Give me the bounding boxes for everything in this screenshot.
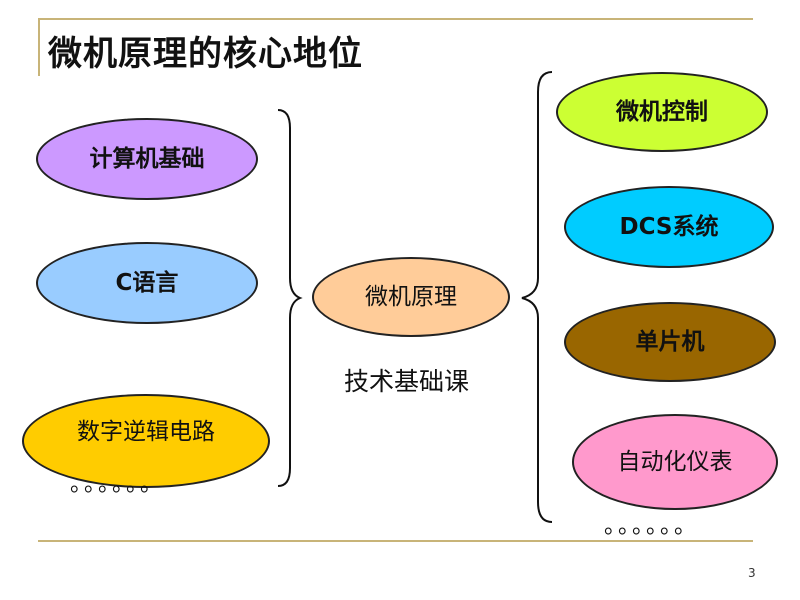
- core-microcomputer-principles: 微机原理: [312, 257, 510, 337]
- bottom-rule: [38, 540, 753, 542]
- app-microcomputer-control-label: 微机控制: [616, 98, 708, 125]
- app-microcomputer-control: 微机控制: [556, 72, 768, 152]
- left-ellipsis: 。。。。。。: [70, 472, 166, 497]
- slide-title: 微机原理的核心地位: [48, 34, 363, 74]
- prereq-digital-logic: 数字逆辑电路: [22, 394, 270, 488]
- app-dcs-system: DCS系统: [564, 186, 774, 268]
- right-brace: [521, 71, 553, 523]
- app-single-chip-label: 单片机: [635, 328, 705, 355]
- core-caption: 技术基础课: [344, 367, 470, 396]
- core-label: 微机原理: [365, 283, 457, 310]
- prereq-computer-basics-label: 计算机基础: [89, 145, 205, 172]
- top-rule: [38, 18, 753, 20]
- app-automation-instruments: 自动化仪表: [572, 414, 778, 510]
- title-side-rule: [38, 18, 40, 76]
- prereq-computer-basics: 计算机基础: [36, 118, 258, 200]
- app-automation-instruments-label: 自动化仪表: [617, 448, 733, 475]
- prereq-digital-logic-label: 数字逆辑电路: [77, 419, 215, 445]
- app-dcs-system-label: DCS系统: [619, 213, 719, 240]
- prereq-c-language: C语言: [36, 242, 258, 324]
- prereq-c-language-label: C语言: [115, 269, 179, 296]
- right-ellipsis: 。。。。。。: [604, 514, 700, 539]
- left-brace: [277, 109, 303, 487]
- page-number: 3: [748, 566, 756, 580]
- app-single-chip: 单片机: [564, 302, 776, 382]
